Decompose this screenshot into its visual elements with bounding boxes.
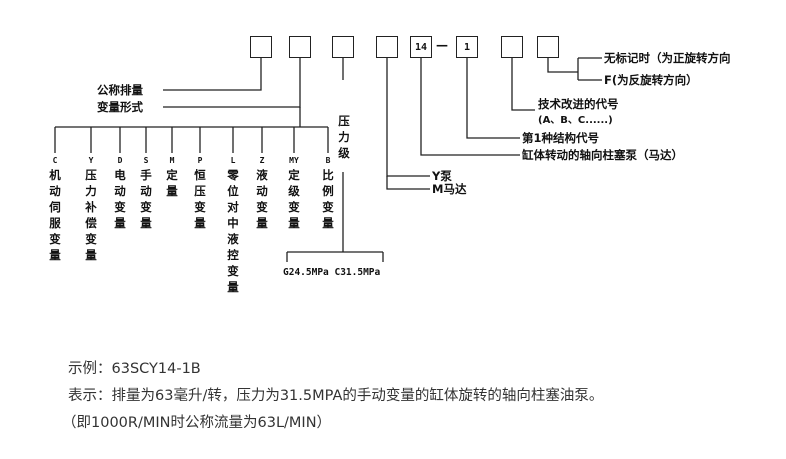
code-box-pressure — [332, 36, 354, 58]
label-f-mark: F(为反旋转方向） — [604, 73, 698, 87]
vtype-code: B — [325, 156, 331, 165]
label-tech-improve: 技术改进的代号 — [538, 97, 619, 111]
vtype-text: 机动伺服变量 — [49, 168, 61, 262]
vtype-code: S — [143, 156, 149, 165]
vtype-code: D — [117, 156, 123, 165]
label-tech-series: (A、B、C......) — [538, 115, 613, 126]
vtype-code: L — [230, 156, 236, 165]
vtype-text: 定量 — [166, 168, 178, 198]
code-box-14: 14 — [410, 36, 432, 58]
vtype-code: P — [197, 156, 203, 165]
vtype-text: 压力补偿变量 — [85, 168, 97, 262]
label-pressure-values: G24.5MPa C31.5MPa — [283, 267, 381, 278]
code-box-pump-motor — [376, 36, 398, 58]
vtype-text: 液动变量 — [256, 168, 268, 230]
vtype-code: MY — [289, 156, 299, 165]
label-m-motor: M马达 — [432, 182, 467, 196]
vtype-code: M — [169, 156, 175, 165]
vtype-text: 零位对中液控变量 — [227, 168, 239, 294]
label-displacement: 公称排量 — [97, 83, 143, 97]
code-box-tech — [501, 36, 523, 58]
vtype-text: 定级变量 — [288, 168, 300, 230]
footer-note: （即1000R/MIN时公称流量为63L/MIN） — [62, 415, 332, 431]
vtype-text: 手动变量 — [140, 168, 152, 230]
code-dash: — — [436, 38, 448, 52]
label-no-mark: 无标记时（为正旋转方向 — [604, 51, 731, 65]
vtype-code: Y — [88, 156, 94, 165]
label-pressure-grade: 压力级 — [338, 114, 350, 160]
vtype-text: 恒压变量 — [194, 168, 206, 230]
label-cyl-pump: 缸体转动的轴向柱塞泵（马达） — [522, 148, 683, 162]
label-struct-code: 第1种结构代号 — [522, 131, 600, 145]
vtype-text: 电动变量 — [114, 168, 126, 230]
vtype-text: 比例变量 — [322, 168, 334, 230]
code-box-rotation — [537, 36, 559, 58]
vtype-code: C — [52, 156, 58, 165]
code-box-1: 1 — [456, 36, 478, 58]
code-box-variable-form — [289, 36, 311, 58]
footer-example: 示例：63SCY14-1B — [68, 361, 201, 377]
label-variable-form: 变量形式 — [97, 100, 143, 114]
footer-meaning: 表示：排量为63毫升/转，压力为31.5MPA的手动变量的缸体旋转的轴向柱塞油泵… — [68, 388, 604, 404]
label-y-pump: Y泵 — [432, 169, 452, 183]
vtype-code: Z — [259, 156, 265, 165]
code-box-displacement — [250, 36, 272, 58]
